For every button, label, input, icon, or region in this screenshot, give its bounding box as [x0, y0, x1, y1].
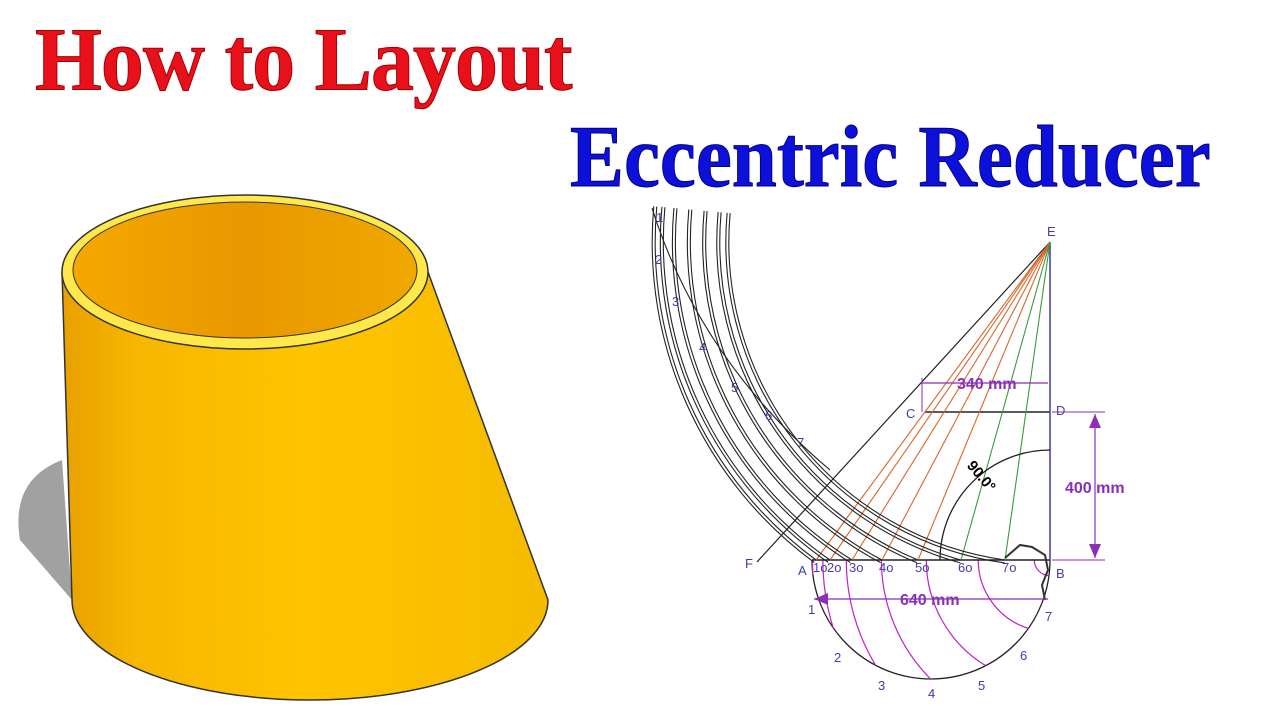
projection-arc — [845, 559, 877, 666]
true-length-line — [829, 241, 1051, 561]
line-fe — [756, 241, 1051, 563]
projection-arc — [925, 559, 987, 667]
base-mark: 6o — [958, 560, 972, 575]
angle-arc — [939, 449, 1051, 561]
development-arc — [705, 211, 919, 561]
point-label-A: A — [798, 563, 807, 578]
point-label-C: C — [906, 406, 915, 421]
base-mark: 7o — [1002, 560, 1016, 575]
semicircle-number: 2 — [834, 650, 841, 665]
true-length-line — [1004, 241, 1051, 561]
dimension-height: 400 mm — [1065, 480, 1125, 497]
development-arc — [702, 210, 918, 564]
arc-number: 7 — [797, 435, 804, 450]
development-arc — [716, 212, 961, 564]
base-mark: 1o — [813, 560, 827, 575]
semicircle-number: 4 — [928, 686, 935, 701]
true-length-line — [960, 241, 1051, 561]
arc-number: 1 — [656, 210, 663, 225]
cone-inner — [72, 201, 418, 339]
shadow — [18, 460, 72, 600]
semicircle — [811, 559, 1051, 680]
projection-arc — [880, 559, 932, 680]
dimension-arrow — [814, 593, 828, 605]
development-arc — [686, 209, 881, 564]
base-mark: 2o — [827, 560, 841, 575]
reducer-3d-model — [18, 194, 549, 701]
projection-arc — [1033, 559, 1050, 577]
point-label-E: E — [1047, 224, 1056, 239]
base-mark: 5o — [915, 560, 929, 575]
development-arc — [654, 206, 817, 561]
arc-number: 5 — [731, 380, 738, 395]
development-arc — [651, 206, 815, 563]
projection-arc — [977, 559, 1029, 629]
arc-number: 4 — [699, 340, 706, 355]
arc-number: 6 — [765, 408, 772, 423]
semicircle-number: 7 — [1045, 609, 1052, 624]
true-length-line — [851, 241, 1051, 561]
development-arc — [671, 208, 851, 564]
cone-body — [61, 271, 549, 701]
semicircle-number: 5 — [978, 678, 985, 693]
arc-number: 2 — [655, 252, 662, 267]
semicircle-number: 1 — [808, 602, 815, 617]
base-mark: 4o — [879, 560, 893, 575]
point-label-D: D — [1056, 403, 1065, 418]
title-line-1: How to Layout — [34, 8, 572, 110]
semicircle-number: 3 — [878, 678, 885, 693]
semicircle-number: 6 — [1020, 648, 1027, 663]
arc-number: 3 — [672, 294, 679, 309]
sketch-mark — [1004, 543, 1050, 601]
point-label-F: F — [745, 556, 753, 571]
true-length-line — [881, 241, 1051, 561]
dimension-top: 340 mm — [957, 376, 1017, 393]
development-arc — [659, 206, 829, 563]
development-arc — [719, 212, 962, 561]
development-curve — [651, 207, 831, 471]
base-mark: 3o — [849, 560, 863, 575]
development-arc — [725, 212, 1005, 564]
point-label-B: B — [1056, 566, 1065, 581]
development-arc — [674, 208, 853, 561]
development-arc — [689, 209, 883, 561]
true-length-line — [917, 241, 1051, 561]
true-length-line — [815, 241, 1051, 561]
title-line-2: Eccentric Reducer — [570, 109, 1212, 206]
development-arc — [662, 207, 831, 561]
dimension-bottom: 640 mm — [900, 592, 960, 609]
